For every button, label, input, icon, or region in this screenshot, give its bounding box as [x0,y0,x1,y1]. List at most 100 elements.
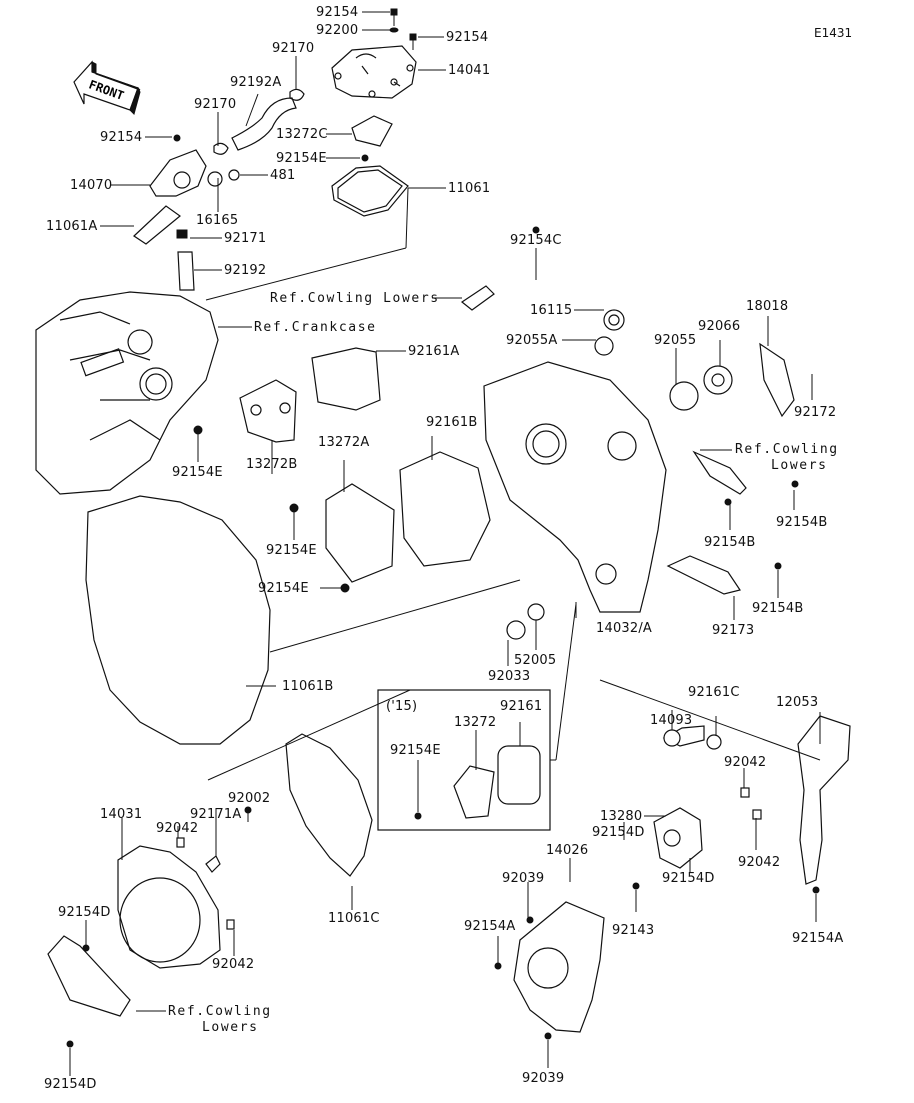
ref-crankcase-link[interactable]: Ref.Crankcase [254,320,377,335]
part-gasket-11061a [133,205,181,245]
part-label[interactable]: 92154B [704,535,756,550]
part-label[interactable]: 13272B [246,457,298,472]
part-label[interactable]: 12053 [776,695,819,710]
part-cover-92161 [497,745,541,805]
part-oring-92055a [594,336,614,356]
part-label[interactable]: 92055 [654,333,697,348]
bolt-icon [173,134,181,142]
part-label[interactable]: 14031 [100,807,143,822]
part-label[interactable]: 92066 [698,319,741,334]
ref-cowling-lowers-link[interactable]: Lowers [202,1020,259,1035]
part-label[interactable]: 92055A [506,333,558,348]
part-label[interactable]: 92154A [792,931,844,946]
variant-year-label: ('15) [386,699,418,714]
part-label[interactable]: 92143 [612,923,655,938]
part-label[interactable]: 92172 [794,405,837,420]
part-cover-92161a [311,347,381,411]
part-label[interactable]: 92173 [712,623,755,638]
part-label[interactable]: 92154E [276,151,327,166]
part-bracket-cowling [47,935,131,1017]
part-label[interactable]: 92154E [266,543,317,558]
ref-cowling-lowers-link[interactable]: Ref.Cowling Lowers [270,291,440,306]
part-label[interactable]: 92161B [426,415,478,430]
part-clamp-92171 [176,229,188,239]
bolt-icon [389,8,417,50]
part-plate-13272b [239,379,297,443]
part-label[interactable]: 14041 [448,63,491,78]
part-label[interactable]: 92042 [724,755,767,770]
part-label[interactable]: 92161A [408,344,460,359]
bolt-icon [193,425,203,435]
part-label[interactable]: 92154 [100,130,143,145]
ref-cowling-lowers-link[interactable]: Ref.Cowling [168,1004,272,1019]
part-label[interactable]: 92033 [488,669,531,684]
part-label[interactable]: 13272C [276,127,328,142]
part-gasket-11061c [285,733,373,877]
bolt-icon [791,480,799,488]
part-label[interactable]: 92154E [172,465,223,480]
part-label[interactable]: 18018 [746,299,789,314]
part-label[interactable]: 13272A [318,435,370,450]
part-label[interactable]: 92161C [688,685,740,700]
part-label[interactable]: 92170 [194,97,237,112]
part-label[interactable]: 92042 [738,855,781,870]
part-label[interactable]: 92192 [224,263,267,278]
part-label[interactable]: 92154C [510,233,562,248]
part-label[interactable]: 92200 [316,23,359,38]
part-label[interactable]: 92154 [316,5,359,20]
part-label[interactable]: 14026 [546,843,589,858]
part-label[interactable]: 92154B [752,601,804,616]
part-label[interactable]: 92042 [212,957,255,972]
part-label[interactable]: 92154 [446,30,489,45]
bolt-icon [361,154,369,162]
part-crankcase-reference [35,291,219,495]
part-label[interactable]: 92039 [522,1071,565,1086]
part-label[interactable]: 92154D [58,905,111,920]
part-label[interactable]: 92002 [228,791,271,806]
part-generator-cover-14031 [117,845,221,969]
part-clutch-cover-14032 [483,361,667,613]
part-oil-pump-13280 [653,807,703,869]
part-label[interactable]: 11061B [282,679,334,694]
part-16165 [207,171,223,187]
part-label[interactable]: 92039 [502,871,545,886]
part-label[interactable]: 52005 [514,653,557,668]
part-label[interactable]: 92171 [224,231,267,246]
part-label[interactable]: 14093 [650,713,693,728]
part-label[interactable]: 92154B [776,515,828,530]
part-clamp-92171a [205,855,221,873]
part-oring-92055 [669,381,699,411]
part-label[interactable]: 92154A [464,919,516,934]
part-label[interactable]: 11061 [448,181,491,196]
bolt-icon [544,1032,552,1040]
bolt-icon [414,812,422,820]
part-label[interactable]: 11061C [328,911,380,926]
part-bracket-cowling [460,285,495,311]
part-circlip-92033 [506,620,526,640]
part-label[interactable]: 11061A [46,219,98,234]
part-label[interactable]: 92170 [272,41,315,56]
bolt-icon [532,226,540,234]
part-label[interactable]: 14032/A [596,621,653,636]
part-label[interactable]: 92154E [390,743,441,758]
part-plate-13272a [325,483,395,583]
ref-cowling-lowers-link[interactable]: Lowers [771,458,828,473]
part-label[interactable]: 92042 [156,821,199,836]
part-label[interactable]: 13280 [600,809,643,824]
part-label[interactable]: 13272 [454,715,497,730]
part-label[interactable]: 92161 [500,699,543,714]
ref-cowling-lowers-link[interactable]: Ref.Cowling [735,442,839,457]
part-label[interactable]: 92154D [44,1077,97,1092]
part-label[interactable]: 92154D [662,871,715,886]
part-label[interactable]: 92171A [190,807,242,822]
part-dowel-92042 [740,787,750,798]
part-label[interactable]: 92192A [230,75,282,90]
part-label[interactable]: 14070 [70,178,113,193]
part-label[interactable]: 16115 [530,303,573,318]
part-label[interactable]: 92154D [592,825,645,840]
part-label[interactable]: 92154E [258,581,309,596]
part-label[interactable]: 481 [270,168,296,183]
part-label[interactable]: 16165 [196,213,239,228]
